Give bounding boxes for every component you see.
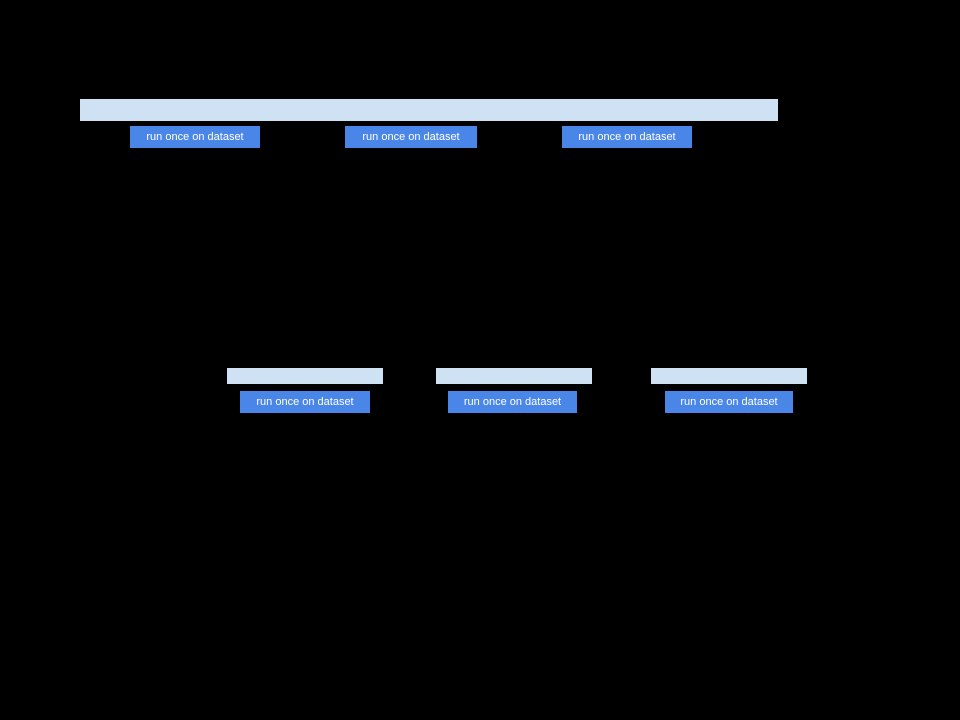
run-once-on-dataset-button-middle-1[interactable]: run once on dataset [240,391,370,413]
segment-bar-1 [227,368,383,384]
segment-bar-3 [651,368,807,384]
segment-bar-2 [436,368,592,384]
run-once-on-dataset-button-top-1[interactable]: run once on dataset [130,126,260,148]
run-once-on-dataset-button-middle-3[interactable]: run once on dataset [665,391,793,413]
run-once-on-dataset-button-middle-2[interactable]: run once on dataset [448,391,577,413]
run-once-on-dataset-button-top-3[interactable]: run once on dataset [562,126,692,148]
run-once-on-dataset-button-top-2[interactable]: run once on dataset [345,126,477,148]
top-dataset-bar [80,99,778,121]
